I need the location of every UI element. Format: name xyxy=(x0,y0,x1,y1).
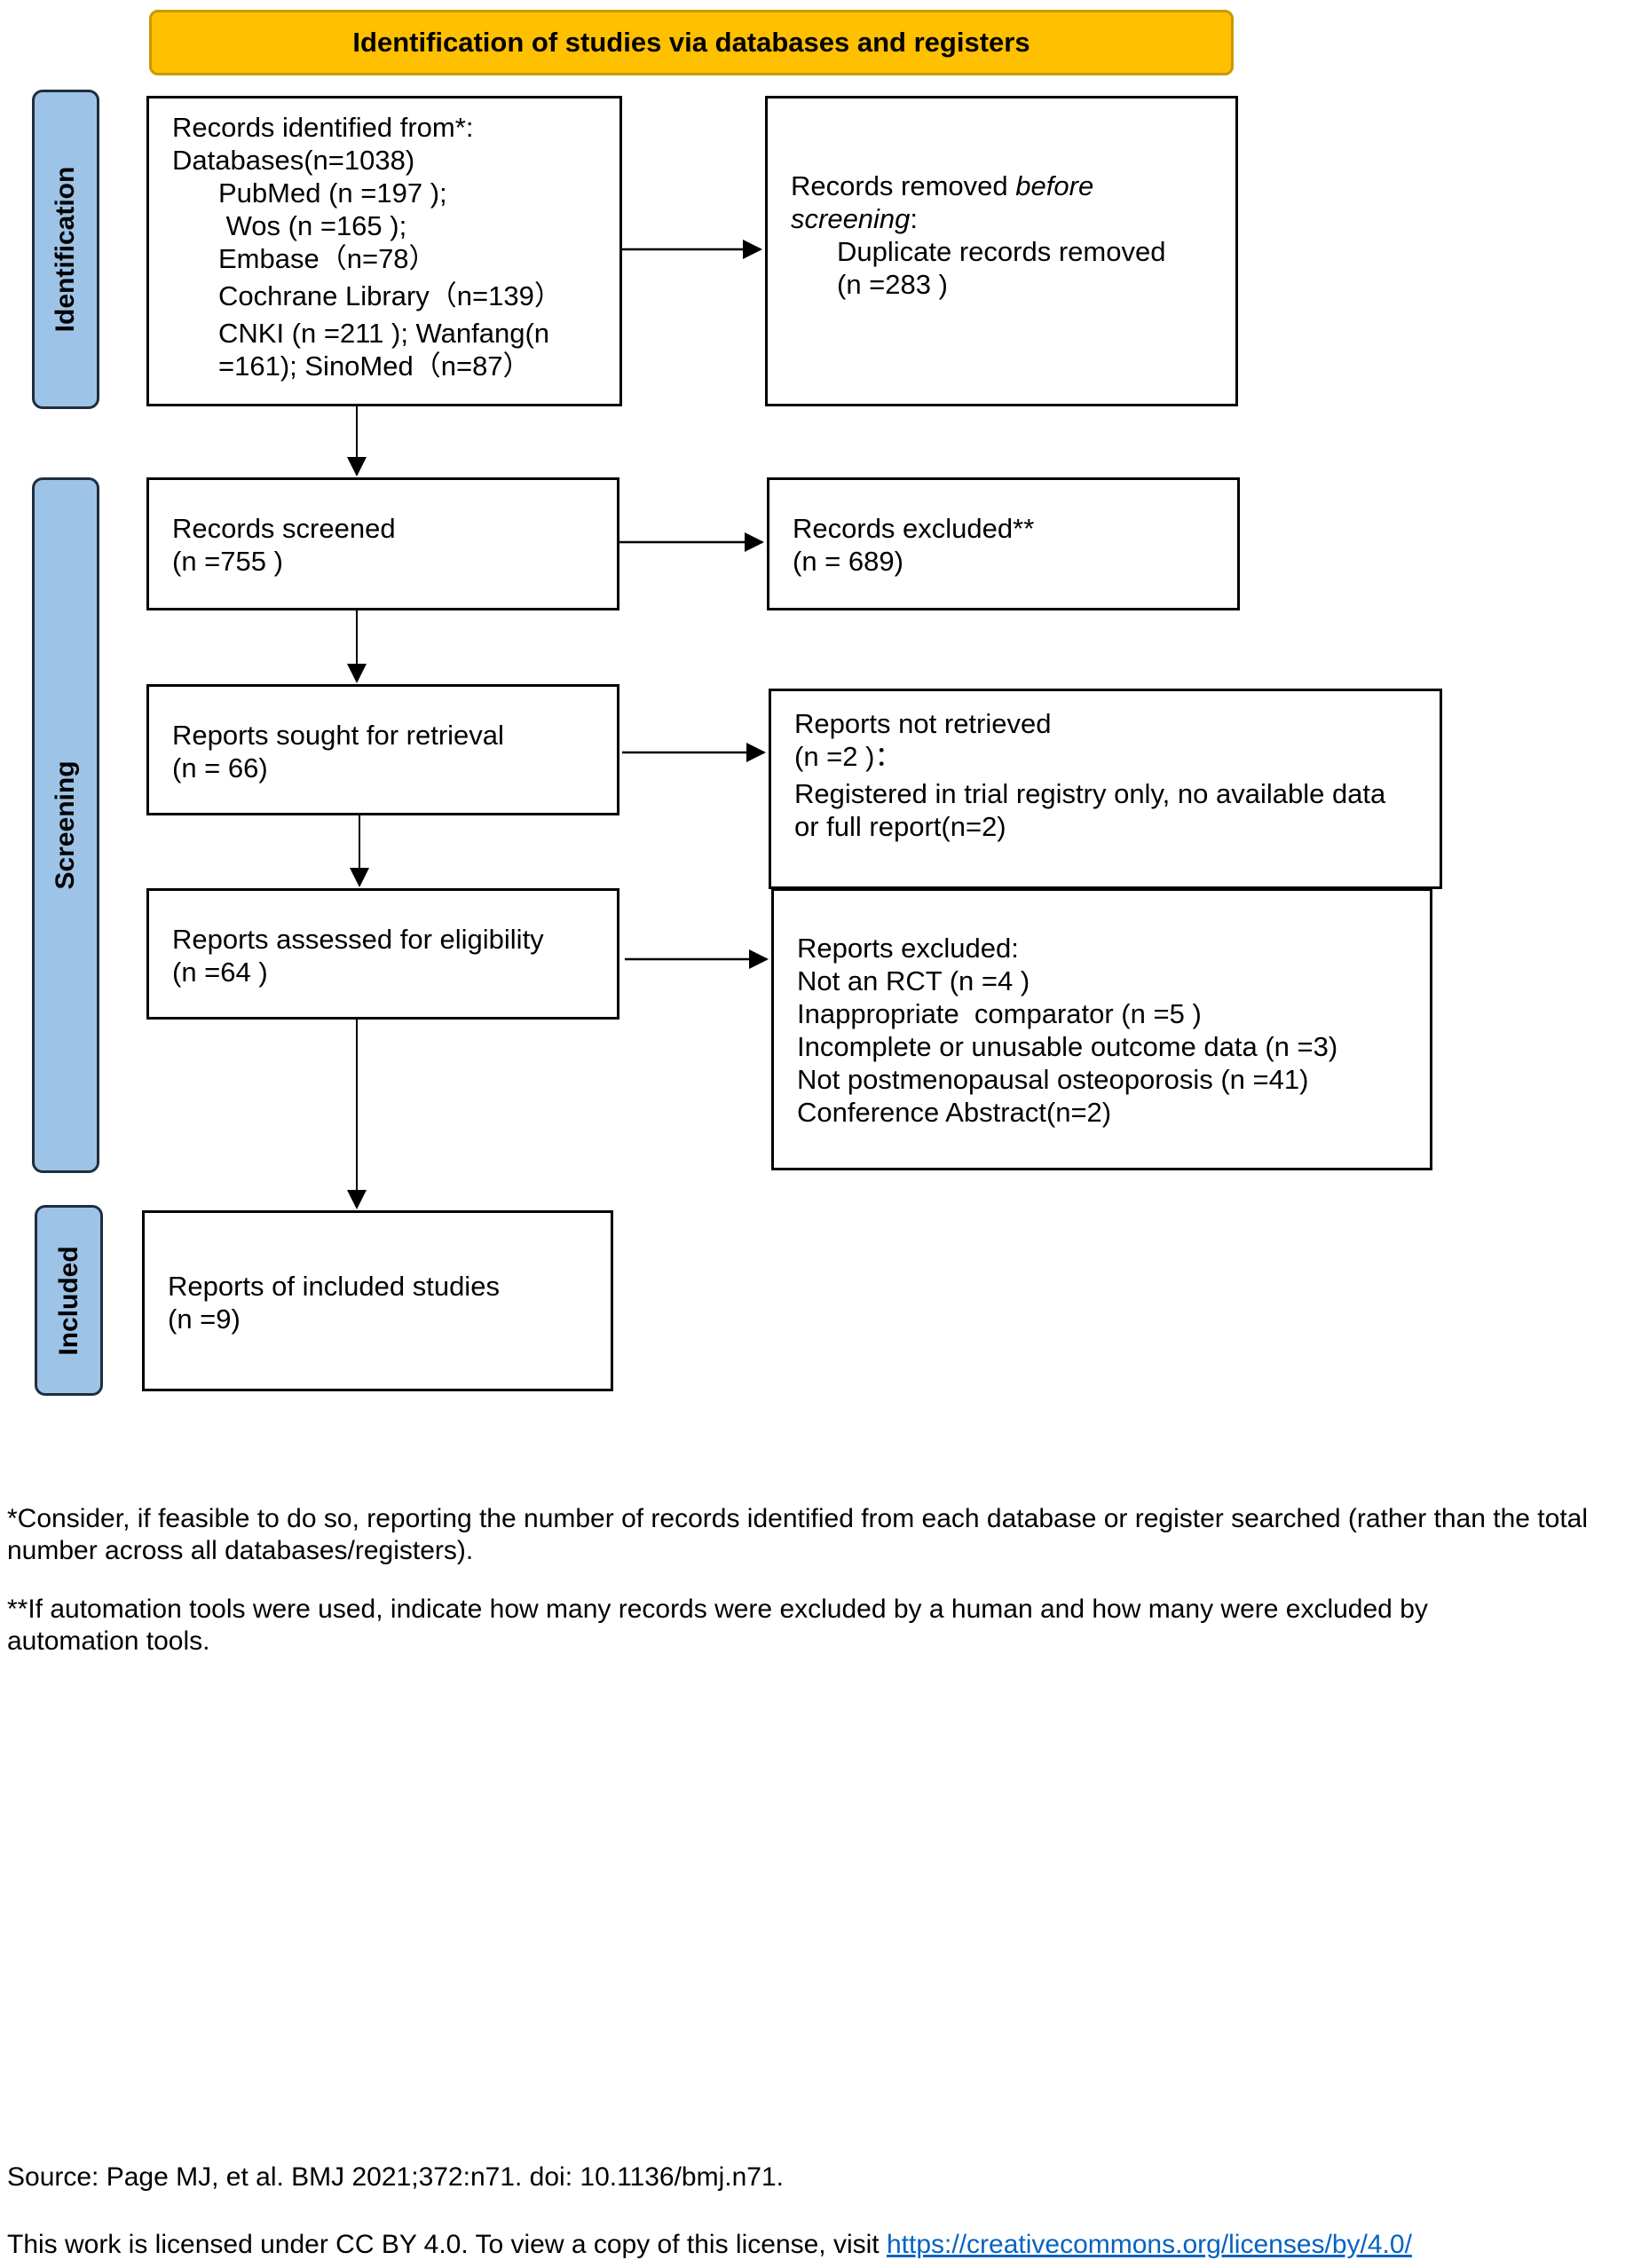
text-line: Registered in trial registry only, no av… xyxy=(794,778,1386,842)
reports-not-retrieved-box: Reports not retrieved (n =2 )： Registere… xyxy=(769,689,1442,889)
license-text: This work is licensed under CC BY 4.0. T… xyxy=(7,2229,1645,2261)
text-line: CNKI (n =211 ); Wanfang(n xyxy=(218,318,550,349)
header-banner: Identification of studies via databases … xyxy=(149,10,1234,75)
text-line: Duplicate records removed xyxy=(837,236,1166,267)
text-line: (n = 689) xyxy=(793,546,903,577)
reports-excluded-box: Reports excluded: Not an RCT (n =4 ) Ina… xyxy=(771,888,1432,1170)
reports-sought-box: Reports sought for retrieval (n = 66) xyxy=(146,684,619,815)
text-line: (n = 66) xyxy=(172,752,268,784)
text-line: Records screened xyxy=(172,513,396,544)
text-line: (n =9) xyxy=(168,1303,241,1335)
reports-assessed-box: Reports assessed for eligibility (n =64 … xyxy=(146,888,619,1020)
records-screened-box: Records screened (n =755 ) xyxy=(146,477,619,610)
source-citation: Source: Page MJ, et al. BMJ 2021;372:n71… xyxy=(7,2162,784,2192)
footnote-2: **If automation tools were used, indicat… xyxy=(7,1595,1428,1656)
text-line: Inappropriate comparator (n =5 ) xyxy=(797,998,1202,1029)
text: : xyxy=(910,203,919,234)
footnote-1: *Consider, if feasible to do so, reporti… xyxy=(7,1504,1589,1565)
text-line: Cochrane Library（n=139） xyxy=(218,280,562,311)
text-line: =161); SinoMed（n=87） xyxy=(218,350,531,382)
text-line: (n =2 )： xyxy=(794,741,903,772)
text: before xyxy=(1015,170,1094,201)
phase-included: Included xyxy=(35,1205,103,1396)
phase-screening: Screening xyxy=(32,477,99,1173)
text-line: Reports not retrieved xyxy=(794,708,1052,739)
text-line: Records identified from*: xyxy=(172,112,474,143)
text-line: Databases(n=1038) xyxy=(172,145,415,176)
phase-identification: Identification xyxy=(32,90,99,409)
records-removed-box: Records removed before screening: Duplic… xyxy=(765,96,1238,406)
text-line: Conference Abstract(n=2) xyxy=(797,1097,1112,1128)
text: Records removed xyxy=(791,170,1016,201)
license-label: This work is licensed under CC BY 4.0. T… xyxy=(7,2230,887,2259)
text-line: Embase（n=78） xyxy=(218,243,437,274)
license-link[interactable]: https://creativecommons.org/licenses/by/… xyxy=(886,2230,1412,2259)
text-line: Reports of included studies xyxy=(168,1271,500,1302)
text-line: PubMed (n =197 ); xyxy=(218,177,447,209)
text-line: Incomplete or unusable outcome data (n =… xyxy=(797,1031,1338,1062)
records-identified-box: Records identified from*: Databases(n=10… xyxy=(146,96,622,406)
text: screening xyxy=(791,203,911,234)
text-line: Not an RCT (n =4 ) xyxy=(797,965,1030,996)
text-line: Reports sought for retrieval xyxy=(172,720,504,751)
included-studies-box: Reports of included studies (n =9) xyxy=(142,1210,613,1391)
text-line: (n =283 ) xyxy=(837,269,948,300)
text-line: Not postmenopausal osteoporosis (n =41) xyxy=(797,1064,1309,1095)
text-line: Reports assessed for eligibility xyxy=(172,924,544,955)
records-excluded-box: Records excluded** (n = 689) xyxy=(767,477,1240,610)
text-line: Wos (n =165 ); xyxy=(218,210,407,241)
text-line: (n =755 ) xyxy=(172,546,283,577)
text-line: Records excluded** xyxy=(793,513,1035,544)
text-line: Reports excluded: xyxy=(797,933,1019,964)
text-line: (n =64 ) xyxy=(172,957,268,988)
